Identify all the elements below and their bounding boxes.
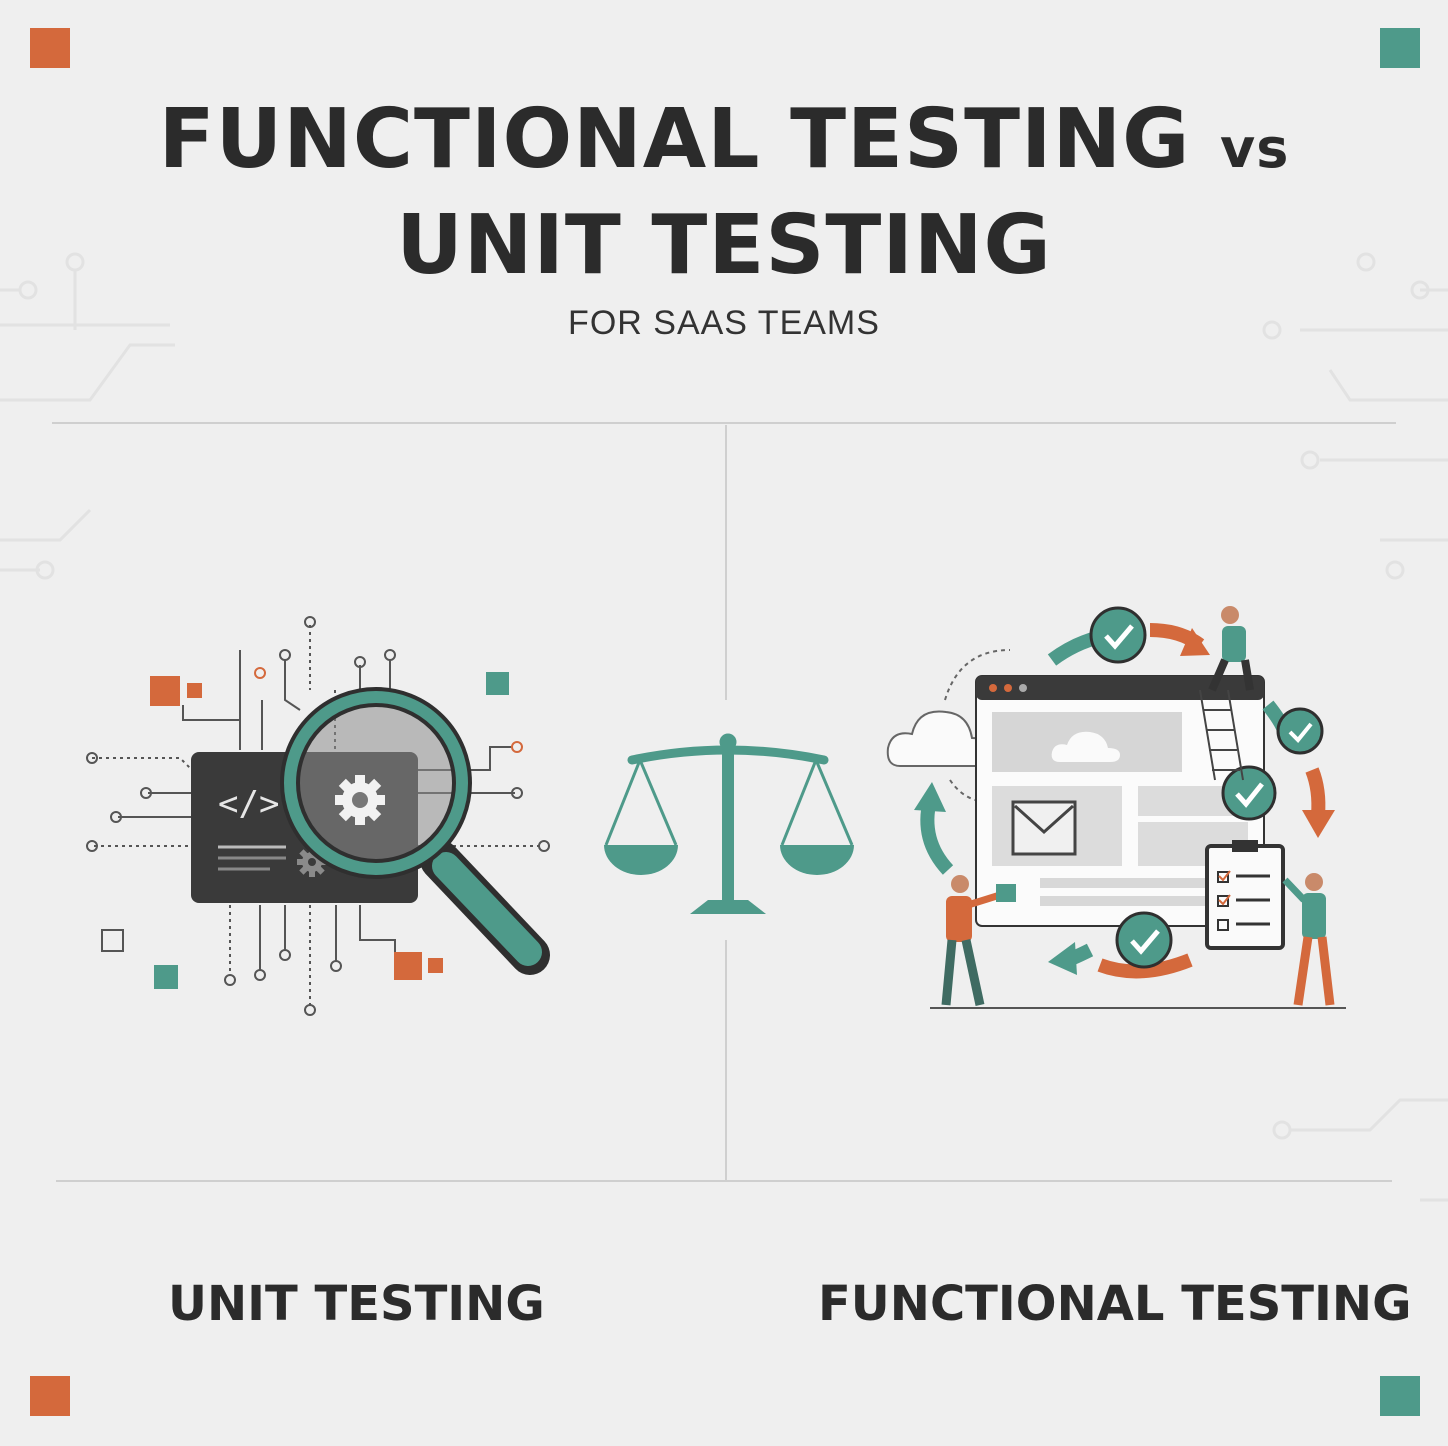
deco-square — [150, 676, 180, 706]
functional-testing-illustration — [886, 606, 1346, 1009]
deco-square — [428, 958, 443, 973]
cloud-icon — [886, 710, 992, 767]
check-icon — [1276, 707, 1324, 755]
magnifier-icon — [280, 687, 550, 975]
title-vs: vs — [1220, 117, 1290, 180]
envelope-icon — [1011, 800, 1077, 856]
cloud-icon — [1051, 731, 1120, 762]
person-icon — [1208, 606, 1254, 692]
unit-testing-illustration: </> — [86, 616, 550, 1016]
person-icon — [941, 875, 1016, 1006]
deco-square — [394, 952, 422, 980]
deco-square — [187, 683, 202, 698]
deco-square — [154, 965, 178, 989]
ladder-icon — [1199, 689, 1244, 781]
code-icon: </> — [218, 784, 279, 824]
check-icon — [1089, 606, 1147, 664]
corner-square-top-right — [1380, 28, 1420, 68]
corner-square-bottom-left — [30, 1376, 70, 1416]
functional-testing-label: FUNCTIONAL TESTING — [818, 1276, 1412, 1332]
deco-square — [486, 672, 509, 695]
subtitle: FOR SAAS TEAMS — [568, 304, 880, 342]
gear-icon — [335, 775, 385, 825]
scale-icon — [604, 733, 854, 914]
main-title-line2: UNIT TESTING — [396, 198, 1052, 293]
title-functional: FUNCTIONAL TESTING — [158, 92, 1191, 187]
corner-square-bottom-right — [1380, 1376, 1420, 1416]
corner-square-top-left — [30, 28, 70, 68]
main-title-line1: FUNCTIONAL TESTING vs — [0, 92, 1448, 187]
check-icon — [1221, 765, 1277, 821]
unit-testing-label: UNIT TESTING — [168, 1276, 545, 1332]
checklist-icon — [1205, 840, 1285, 950]
check-icon — [1115, 911, 1173, 969]
small-gear-icon — [297, 847, 327, 877]
background-circuit-traces — [0, 252, 1448, 1202]
deco-square — [101, 929, 124, 952]
person-icon — [1282, 873, 1335, 1006]
